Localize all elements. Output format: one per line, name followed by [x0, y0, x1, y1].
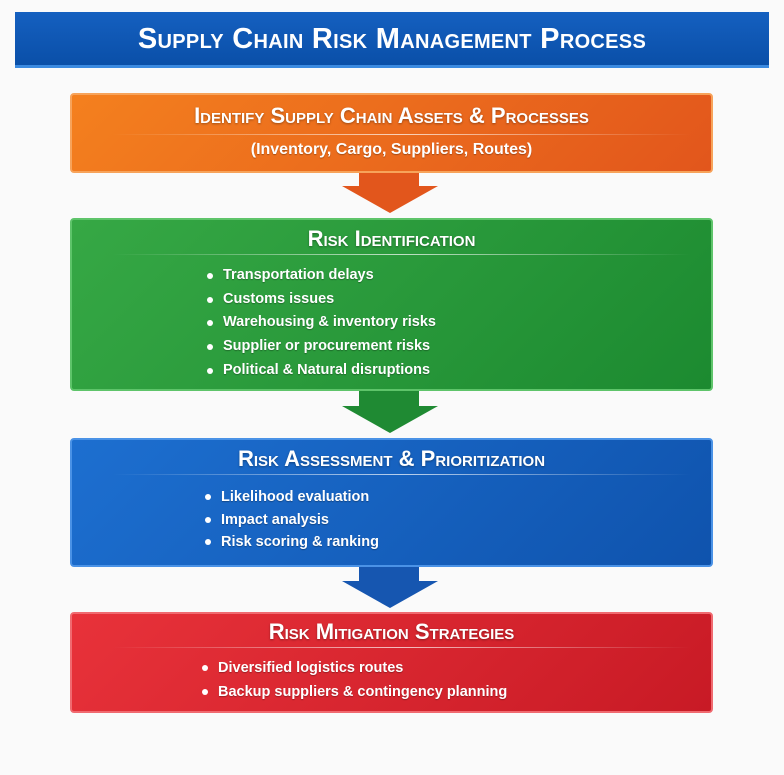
bullet-list: Diversified logistics routes Backup supp… [202, 656, 507, 704]
divider [112, 254, 691, 255]
arrow-down-icon [342, 391, 438, 433]
list-item: Backup suppliers & contingency planning [202, 680, 507, 704]
list-item: Warehousing & inventory risks [207, 311, 436, 335]
step-subtitle: (Inventory, Cargo, Suppliers, Routes) [250, 141, 533, 158]
diagram-title: Supply Chain Risk Management Process [137, 23, 647, 55]
divider [112, 134, 691, 135]
step-title: Risk Mitigation Strategies [268, 619, 515, 644]
arrow-down-icon [342, 567, 438, 608]
step-risk-identification: Risk Identification Transportation delay… [70, 218, 713, 391]
divider [112, 647, 691, 648]
list-item: Likelihood evaluation [205, 486, 379, 509]
bullet-list: Transportation delays Customs issues War… [207, 264, 436, 383]
title-banner: Supply Chain Risk Management Process [15, 12, 769, 68]
step-risk-mitigation: Risk Mitigation Strategies Diversified l… [70, 612, 713, 713]
list-item: Diversified logistics routes [202, 656, 507, 680]
list-item: Customs issues [207, 288, 436, 312]
step-title: Identify Supply Chain Assets & Processes [194, 103, 589, 128]
step-title: Risk Assessment & Prioritization [237, 446, 546, 471]
step-title: Risk Identification [307, 226, 476, 251]
list-item: Political & Natural disruptions [207, 359, 436, 383]
arrow-down-icon [342, 173, 438, 213]
bullet-list: Likelihood evaluation Impact analysis Ri… [205, 486, 379, 554]
list-item: Supplier or procurement risks [207, 335, 436, 359]
list-item: Transportation delays [207, 264, 436, 288]
list-item: Impact analysis [205, 509, 379, 532]
step-identify-assets: Identify Supply Chain Assets & Processes… [70, 93, 713, 173]
list-item: Risk scoring & ranking [205, 531, 379, 554]
step-risk-assessment: Risk Assessment & Prioritization Likelih… [70, 438, 713, 567]
divider [112, 474, 691, 475]
